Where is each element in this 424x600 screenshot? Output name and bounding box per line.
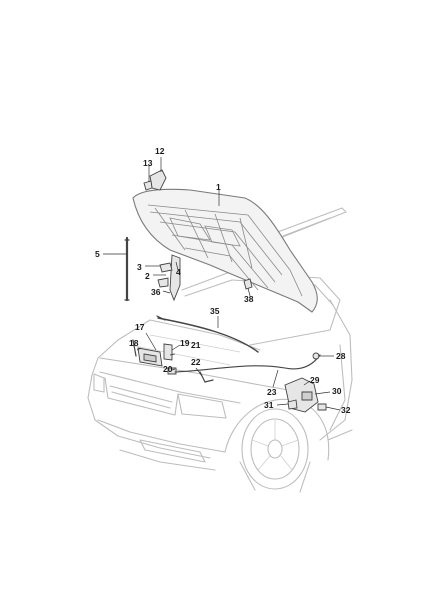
callout-35: 35 bbox=[210, 306, 220, 316]
callout-36: 36 bbox=[151, 287, 161, 297]
callout-12: 12 bbox=[155, 146, 165, 156]
parts bbox=[124, 169, 327, 413]
callout-18: 18 bbox=[129, 338, 139, 348]
callout-labels: 1 2 3 4 5 12 13 17 18 19 20 21 22 23 28 … bbox=[95, 146, 351, 415]
callout-30: 30 bbox=[332, 386, 342, 396]
hood-hinge-upper bbox=[149, 169, 167, 191]
hood-panel bbox=[132, 188, 318, 313]
release-cable-upper bbox=[157, 317, 259, 353]
callout-1: 1 bbox=[216, 182, 221, 192]
callout-20: 20 bbox=[163, 364, 173, 374]
hood-bump-stop bbox=[243, 278, 253, 290]
callout-32: 32 bbox=[341, 405, 351, 415]
hood-hinge-lower bbox=[169, 254, 181, 302]
release-cable bbox=[174, 354, 321, 373]
callout-3: 3 bbox=[137, 262, 142, 272]
callout-23: 23 bbox=[267, 387, 277, 397]
callout-28: 28 bbox=[336, 351, 346, 361]
leader-lines bbox=[103, 157, 341, 411]
callout-22: 22 bbox=[191, 357, 201, 367]
callout-5: 5 bbox=[95, 249, 100, 259]
callout-13: 13 bbox=[143, 158, 153, 168]
latch-bracket bbox=[163, 343, 173, 361]
callout-38: 38 bbox=[244, 294, 254, 304]
callout-29: 29 bbox=[310, 375, 320, 385]
vehicle-body-outline bbox=[87, 207, 353, 493]
hinge-clip bbox=[143, 180, 153, 191]
callout-4: 4 bbox=[176, 267, 181, 277]
callout-31: 31 bbox=[264, 400, 274, 410]
callout-17: 17 bbox=[135, 322, 145, 332]
callout-19: 19 bbox=[180, 338, 190, 348]
callout-21: 21 bbox=[191, 340, 201, 350]
callout-2: 2 bbox=[145, 271, 150, 281]
